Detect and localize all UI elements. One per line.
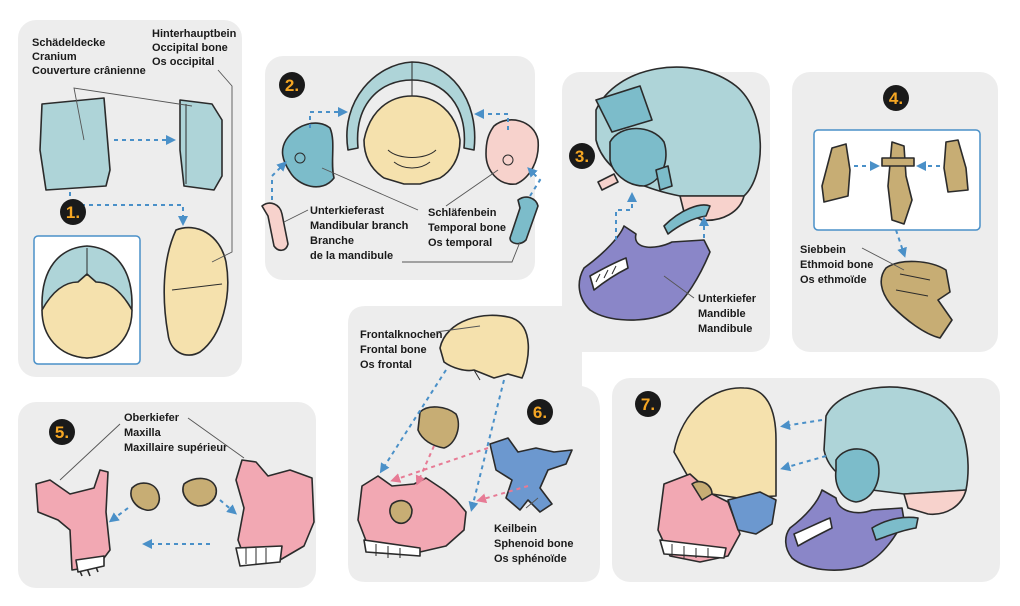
frontal-bone xyxy=(439,314,530,379)
ethmoid-small xyxy=(417,406,460,449)
mandibular-branch-left xyxy=(261,202,289,252)
step-5-badge xyxy=(49,419,75,445)
panel-step-5: 5. Oberkiefer Maxilla Maxillaire supérie… xyxy=(18,402,316,588)
panel-step-7: 7. xyxy=(612,378,1000,582)
panel-step-4: 4. Siebbein Ethmoid bone Os ethmoïde xyxy=(792,72,998,352)
panel-step-2: 2. Unterkieferast Mandibular branch Bran… xyxy=(261,56,542,280)
step-number: 1. xyxy=(66,203,80,222)
step-4-badge xyxy=(883,85,909,111)
label-ethmoid: Siebbein Ethmoid bone Os ethmoïde xyxy=(800,244,876,286)
mandible-back xyxy=(784,489,905,571)
panel-step-1: 1. Schädeldecke Cranium Couverture crâni… xyxy=(18,20,242,377)
label-mandible: Unterkiefer Mandible Mandibule xyxy=(698,293,759,335)
step-2-badge xyxy=(279,72,305,98)
panel-step-3: 3. Unterkiefer Mandible Mandibule xyxy=(562,66,770,352)
sphenoid-bone xyxy=(489,437,573,513)
temporal-bone-right xyxy=(485,119,540,185)
occipital-back xyxy=(363,95,461,185)
label-occipital: Hinterhauptbein Occipital bone Os occipi… xyxy=(152,28,239,68)
maxilla-right xyxy=(235,459,315,563)
frontal-face xyxy=(673,387,777,499)
panel-step-6: 6. Frontalknochen Frontal bone Os fronta… xyxy=(348,306,600,582)
step-number: 4. xyxy=(889,89,903,108)
label-temporal: Schläfenbein Temporal bone Os temporal xyxy=(428,207,509,249)
step-7-badge xyxy=(635,391,661,417)
label-maxilla: Oberkiefer Maxilla Maxillaire supérieur xyxy=(124,412,228,454)
step-number: 2. xyxy=(285,76,299,95)
step-number: 7. xyxy=(641,395,655,414)
maxilla-left xyxy=(35,469,111,571)
ethmoid-piece-left xyxy=(821,143,851,203)
maxilla-insert-1 xyxy=(130,482,161,512)
cranium-side-piece xyxy=(179,99,223,191)
sphenoid-face xyxy=(727,491,777,535)
step-number: 5. xyxy=(55,423,69,442)
label-sphenoid: Keilbein Sphenoid bone Os sphénoïde xyxy=(494,523,577,565)
occipital-bone xyxy=(163,226,229,356)
label-mandibular-branch: Unterkieferast Mandibular branch Branche… xyxy=(310,205,411,262)
label-cranium: Schädeldecke Cranium Couverture crânienn… xyxy=(32,37,146,77)
cranium-vault xyxy=(346,61,476,151)
ethmoid-piece-right xyxy=(943,139,969,193)
mandible xyxy=(578,225,711,321)
cranium-piece xyxy=(39,97,111,191)
mandibular-branch-right xyxy=(509,196,539,245)
step-number: 3. xyxy=(575,147,589,166)
step-3-badge xyxy=(569,143,595,169)
step-1-badge xyxy=(60,199,86,225)
step-6-badge xyxy=(527,399,553,425)
step-number: 6. xyxy=(533,403,547,422)
ethmoid-bone xyxy=(880,260,953,339)
label-frontal: Frontalknochen Frontal bone Os frontal xyxy=(360,329,446,371)
maxilla-insert-2 xyxy=(182,477,218,507)
